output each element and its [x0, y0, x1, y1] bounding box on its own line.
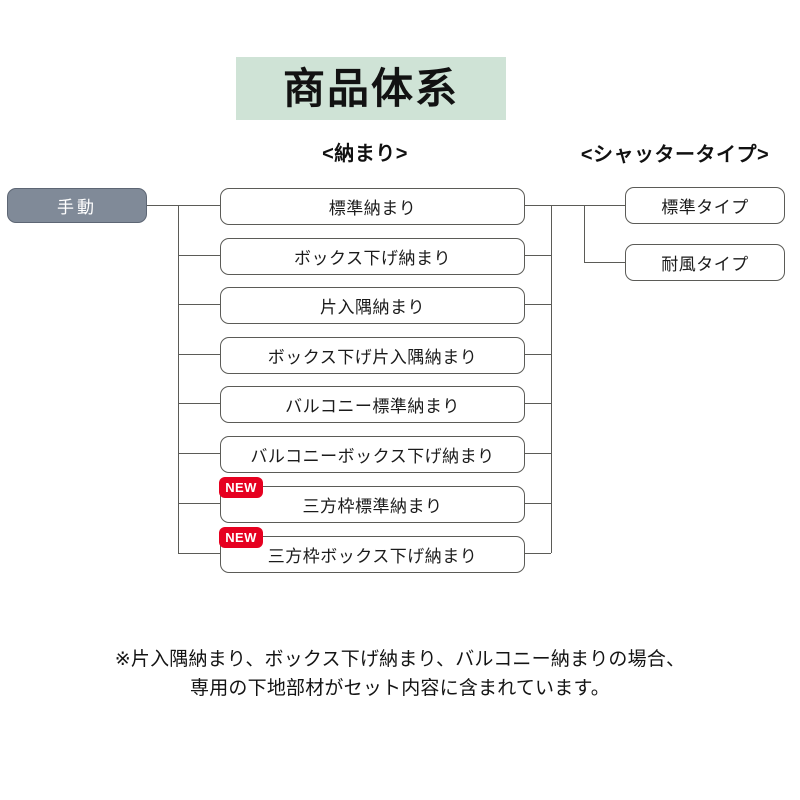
- footer-note: ※片入隅納まり、ボックス下げ納まり、バルコニー納まりの場合、 専用の下地部材がセ…: [100, 645, 700, 704]
- osamari-node-3-label: 片入隅納まり: [320, 298, 425, 317]
- shutter-node-1-label: 標準タイプ: [661, 198, 749, 217]
- osamari-node-5[interactable]: バルコニー標準納まり: [220, 386, 525, 423]
- new-badge-node-8: NEW: [219, 527, 263, 548]
- osamari-node-6[interactable]: バルコニーボックス下げ納まり: [220, 436, 525, 473]
- osamari-node-2[interactable]: ボックス下げ納まり: [220, 238, 525, 275]
- new-badge-node-7: NEW: [219, 477, 263, 498]
- footer-note-line-1: ※片入隅納まり、ボックス下げ納まり、バルコニー納まりの場合、: [114, 649, 686, 670]
- column-header-shutter: <シャッタータイプ>: [580, 144, 770, 166]
- osamari-node-7-label: 三方枠標準納まり: [302, 497, 443, 516]
- connector-right-4: [525, 354, 551, 355]
- osamari-node-2-label: ボックス下げ納まり: [294, 249, 451, 268]
- connector-branch-left-6: [178, 453, 220, 454]
- osamari-node-4-label: ボックス下げ片入隅納まり: [267, 348, 478, 367]
- root-node-manual[interactable]: 手動: [7, 188, 147, 223]
- shutter-node-2-label: 耐風タイプ: [661, 255, 749, 274]
- connector-trunk-right: [551, 205, 552, 553]
- osamari-node-5-label: バルコニー標準納まり: [285, 397, 460, 416]
- shutter-node-1[interactable]: 標準タイプ: [625, 187, 785, 224]
- new-badge-node-7-text: NEW: [225, 480, 257, 495]
- connector-branch-left-3: [178, 304, 220, 305]
- connector-branch-left-8: [178, 553, 220, 554]
- connector-branch-left-5: [178, 403, 220, 404]
- osamari-node-1-label: 標準納まり: [328, 199, 417, 218]
- connector-shutter-2: [584, 262, 625, 263]
- connector-branch-left-2: [178, 255, 220, 256]
- connector-trunk-left: [178, 205, 179, 553]
- osamari-node-4[interactable]: ボックス下げ片入隅納まり: [220, 337, 525, 374]
- osamari-node-7[interactable]: 三方枠標準納まり: [220, 486, 525, 523]
- connector-right-6: [525, 453, 551, 454]
- page-title-band: 商品体系: [236, 57, 506, 120]
- connector-right-8: [525, 553, 551, 554]
- connector-shutter-1: [584, 205, 625, 206]
- connector-branch-left-4: [178, 354, 220, 355]
- osamari-node-8-label: 三方枠ボックス下げ納まり: [267, 547, 478, 566]
- connector-right-5: [525, 403, 551, 404]
- osamari-node-6-label: バルコニーボックス下げ納まり: [250, 447, 495, 466]
- osamari-node-3[interactable]: 片入隅納まり: [220, 287, 525, 324]
- connector-trunk-to-shutter: [551, 205, 584, 206]
- connector-root-to-trunk: [147, 205, 179, 206]
- connector-right-3: [525, 304, 551, 305]
- connector-right-7: [525, 503, 551, 504]
- osamari-node-1[interactable]: 標準納まり: [220, 188, 525, 225]
- page-title: 商品体系: [282, 64, 459, 112]
- connector-right-2: [525, 255, 551, 256]
- new-badge-node-8-text: NEW: [225, 530, 257, 545]
- connector-right-1: [525, 205, 551, 206]
- connector-shutter-trunk: [584, 205, 585, 262]
- osamari-node-8[interactable]: 三方枠ボックス下げ納まり: [220, 536, 525, 573]
- footer-note-line-2: 専用の下地部材がセット内容に含まれています。: [190, 678, 610, 700]
- connector-branch-left-7: [178, 503, 220, 504]
- connector-branch-left-1: [178, 205, 220, 206]
- shutter-node-2[interactable]: 耐風タイプ: [625, 244, 785, 281]
- column-header-osamari: <納まり>: [322, 143, 408, 165]
- root-node-label: 手動: [57, 198, 97, 217]
